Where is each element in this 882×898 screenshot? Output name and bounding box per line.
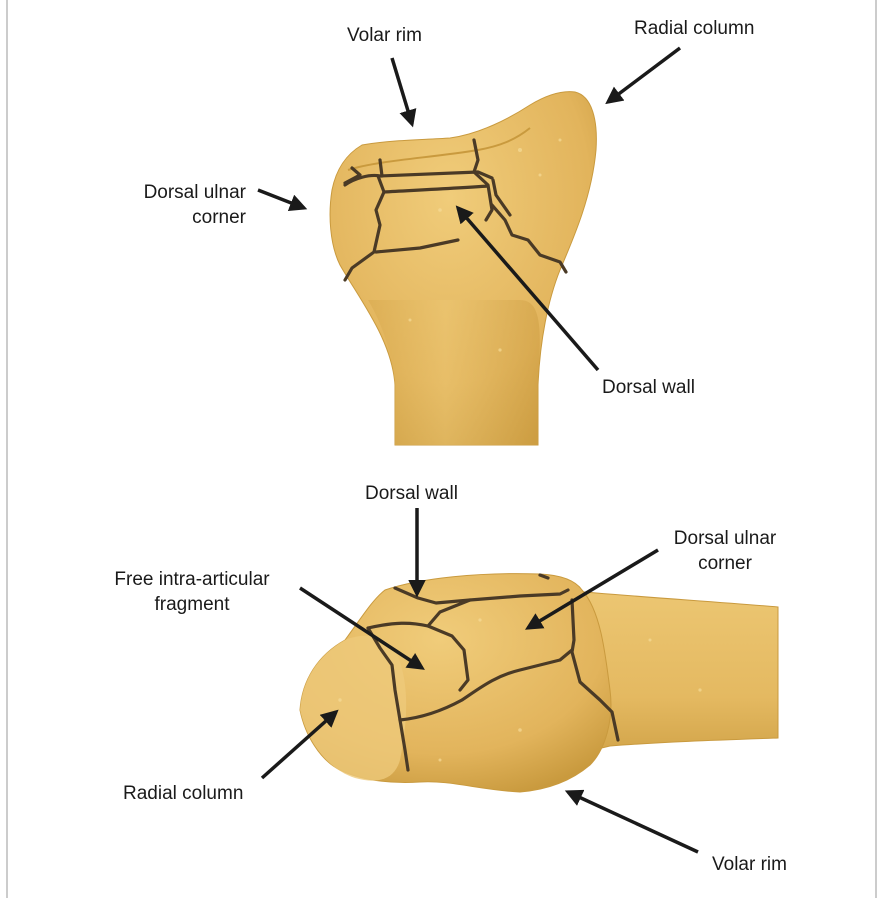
label-bottom-free-fragment-line2: fragment xyxy=(92,593,292,616)
label-bottom-free-fragment-line1: Free intra-articular xyxy=(92,568,292,591)
top-bone xyxy=(330,92,596,445)
label-top-dorsal-ulnar-corner-line2: corner xyxy=(112,206,246,229)
radial-column-lobe xyxy=(300,636,406,781)
label-top-dorsal-ulnar-corner-line1: Dorsal ulnar xyxy=(112,181,246,204)
top-shaft-shade xyxy=(368,300,540,445)
arrow-top-radial-column xyxy=(608,48,680,102)
label-top-dorsal-wall: Dorsal wall xyxy=(602,376,695,399)
arrow-bottom-volar-rim xyxy=(568,792,698,852)
bottom-bone xyxy=(300,574,778,792)
label-top-radial-column: Radial column xyxy=(634,17,754,40)
label-bottom-dorsal-wall: Dorsal wall xyxy=(365,482,458,505)
label-bottom-dorsal-ulnar-corner-line1: Dorsal ulnar xyxy=(650,527,800,550)
label-bottom-dorsal-ulnar-corner-line2: corner xyxy=(650,552,800,575)
label-bottom-volar-rim: Volar rim xyxy=(712,853,787,876)
arrow-top-volar-rim xyxy=(392,58,412,124)
label-bottom-radial-column: Radial column xyxy=(123,782,243,805)
arrow-top-dorsal-ulnar-corner xyxy=(258,190,304,208)
label-top-volar-rim: Volar rim xyxy=(347,24,422,47)
